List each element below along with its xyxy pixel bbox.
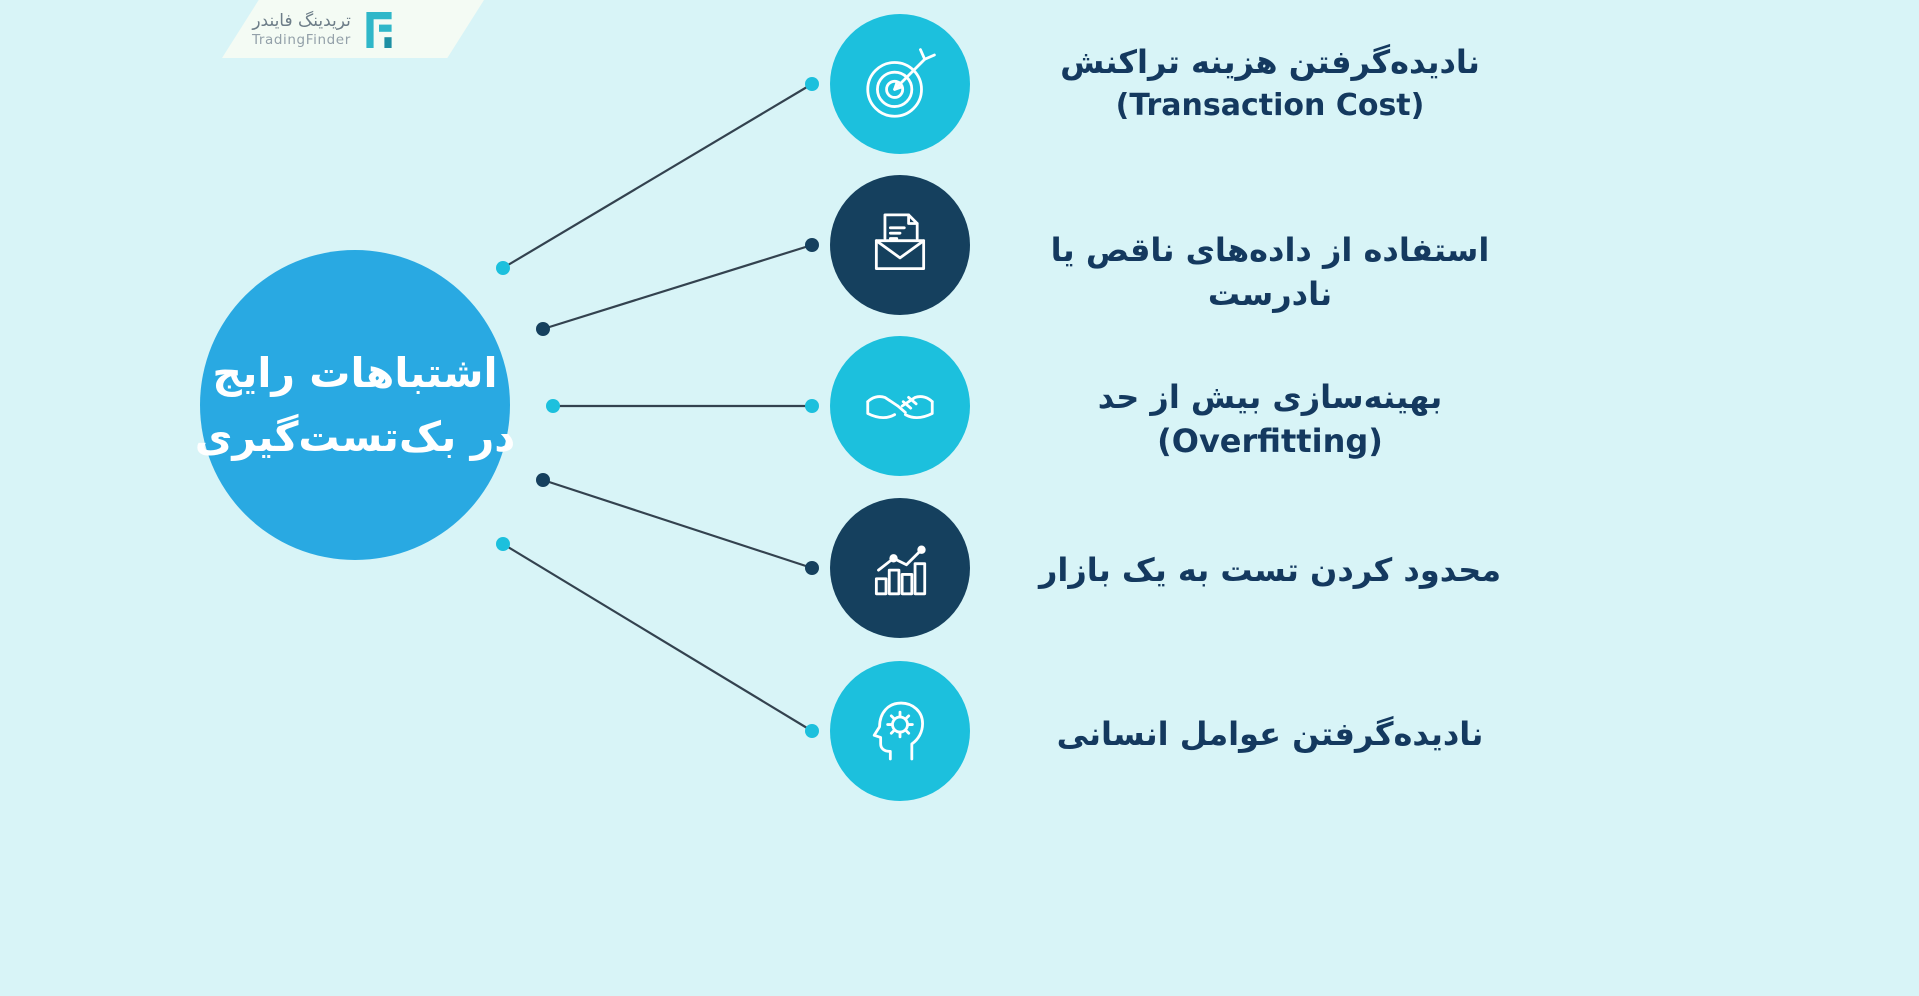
connector-transaction-cost: [496, 77, 819, 275]
label-bad-data: استفاده از داده‌های ناقص یا نادرست: [1050, 231, 1490, 313]
node-transaction-cost: [830, 14, 970, 154]
label-transaction-cost-en: (Transaction Cost): [1115, 88, 1425, 123]
logo-brand-fa: تریدینگ فایندر: [252, 10, 351, 31]
tradingfinder-logo-icon: [366, 12, 392, 48]
connector-single-market: [536, 473, 819, 575]
bar-chart-icon: [874, 545, 927, 596]
logo-banner: [222, 0, 484, 58]
mail-document-icon: [874, 213, 926, 271]
node-overfitting: [830, 336, 970, 476]
main-topic-circle: اشتباهات رایج در بک‌تست‌گیری: [195, 250, 515, 560]
connector-overfitting: [546, 399, 819, 413]
label-transaction-cost-fa: نادیده‌گرفتن هزینه تراکنش: [1060, 43, 1480, 81]
label-single-market: محدود کردن تست به یک بازار: [1038, 551, 1502, 589]
handshake-icon: [866, 395, 934, 420]
label-overfitting: بهینه‌سازی بیش از حد (Overfitting): [1097, 378, 1443, 460]
connector-bad-data: [536, 238, 819, 336]
connector-human-factors: [496, 537, 819, 738]
node-single-market: [830, 498, 970, 638]
logo-brand-en: TradingFinder: [252, 32, 351, 49]
node-human-factors: [830, 661, 970, 801]
head-gear-icon: [872, 701, 924, 761]
tradingfinder-logo: تریدینگ فایندر TradingFinder: [252, 7, 397, 53]
main-topic-line2: در بک‌تست‌گیری: [194, 413, 516, 461]
label-transaction-cost: نادیده‌گرفتن هزینه تراکنش (Transaction C…: [985, 40, 1555, 128]
node-bad-data: [830, 175, 970, 315]
main-topic-line1: اشتباهات رایج: [212, 349, 498, 397]
label-human-factors: نادیده‌گرفتن عوامل انسانی: [1056, 715, 1484, 753]
target-icon: [866, 48, 936, 118]
logo-text: تریدینگ فایندر TradingFinder: [252, 11, 351, 49]
